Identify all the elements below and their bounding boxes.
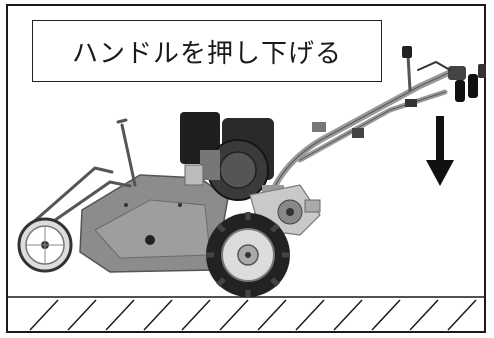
handle-grip-icon [455,80,465,102]
handle-grip-left-icon [448,66,466,80]
instruction-label-box: ハンドルを押し下げる [32,20,382,82]
ground-hatching [29,299,477,331]
ground [8,296,486,331]
rear-wheel [17,217,73,273]
push-down-arrow-icon [426,116,454,186]
rear-frame [28,118,137,234]
tiller-cover [79,174,229,273]
drive-wheel [206,212,290,298]
instruction-text: ハンドルを押し下げる [71,38,342,69]
engine [180,112,284,201]
